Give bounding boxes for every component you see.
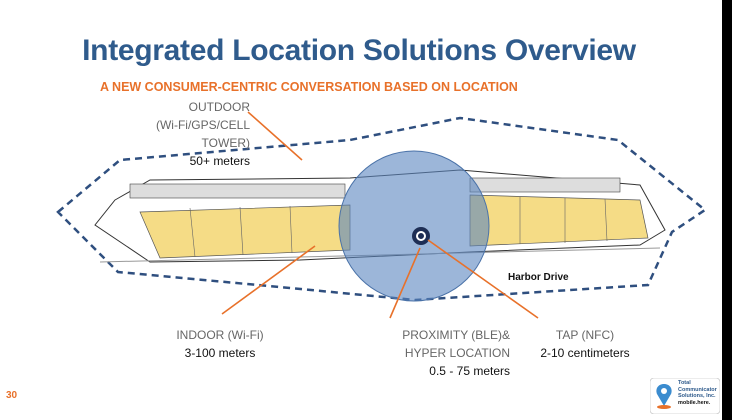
indoor-label: INDOOR (Wi-Fi) 3-100 meters	[160, 326, 280, 362]
indoor-range: 3-100 meters	[184, 346, 256, 360]
logo-line4: mobile.here.	[678, 399, 711, 406]
proximity-name-line1: PROXIMITY (BLE)&	[402, 328, 510, 342]
proximity-zone	[338, 150, 490, 302]
map-street-label: Harbor Drive	[508, 272, 569, 283]
indoor-name: INDOOR (Wi-Fi)	[176, 328, 264, 342]
location-pin-icon	[656, 384, 672, 406]
slide-subtitle: A NEW CONSUMER-CENTRIC CONVERSATION BASE…	[100, 80, 518, 94]
outdoor-leader	[247, 111, 303, 161]
proximity-leader	[389, 247, 421, 319]
exhibit-halls	[139, 204, 351, 259]
proximity-range: 0.5 - 75 meters	[429, 364, 510, 378]
tap-label: TAP (NFC) 2-10 centimeters	[520, 326, 650, 362]
proximity-name-line2: HYPER LOCATION	[404, 346, 510, 360]
tap-name: TAP (NFC)	[555, 328, 615, 342]
page-number: 30	[6, 390, 18, 401]
logo-line2: Communicator	[678, 386, 717, 393]
tap-range: 2-10 centimeters	[540, 346, 630, 360]
logo-line1: Total	[678, 380, 691, 386]
right-edge-bar	[722, 0, 732, 420]
outdoor-name-line1: OUTDOOR	[188, 100, 250, 114]
tap-leader	[427, 239, 539, 319]
proximity-label: PROXIMITY (BLE)& HYPER LOCATION 0.5 - 75…	[370, 326, 510, 380]
slide-title: Integrated Location Solutions Overview	[82, 34, 636, 67]
outdoor-name-line2: (Wi-Fi/GPS/CELL TOWER)	[155, 118, 250, 150]
outdoor-range: 50+ meters	[189, 154, 250, 168]
tap-marker	[412, 227, 430, 245]
company-logo	[650, 378, 720, 414]
outdoor-label: OUTDOOR (Wi-Fi/GPS/CELL TOWER) 50+ meter…	[115, 98, 250, 170]
logo-line3: Solutions, Inc.	[678, 393, 716, 399]
indoor-leader	[221, 245, 316, 315]
logo-text: Total Communicator Solutions, Inc. mobil…	[678, 380, 717, 406]
